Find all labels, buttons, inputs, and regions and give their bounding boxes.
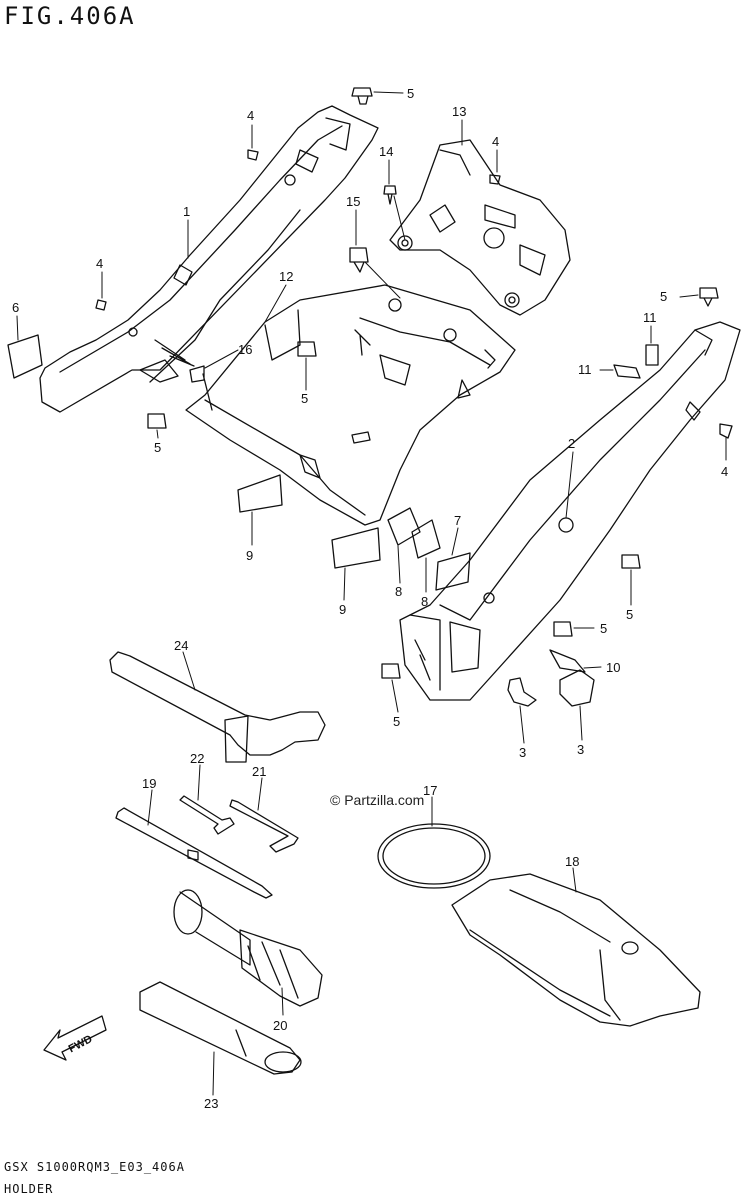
callout: 5 (154, 440, 161, 455)
callout: 18 (565, 854, 579, 869)
callout: 5 (393, 714, 400, 729)
callout: 3 (577, 742, 584, 757)
callout: 6 (12, 300, 19, 315)
callout: 9 (246, 548, 253, 563)
callout: 3 (519, 745, 526, 760)
callout: 12 (279, 269, 293, 284)
callout: 16 (238, 342, 252, 357)
callout: 14 (379, 144, 393, 159)
footer-code: GSX S1000RQM3_E03_406A (4, 1160, 185, 1174)
callout: 4 (721, 464, 728, 479)
pads-and-labels[interactable] (7, 334, 659, 673)
callout: 8 (421, 594, 428, 609)
figure-title: FIG.406A (4, 2, 136, 30)
part-1-left-cover[interactable] (39, 105, 379, 413)
part-17-band[interactable] (377, 823, 491, 889)
callout: 8 (395, 584, 402, 599)
callout: 21 (252, 764, 266, 779)
callout: 4 (96, 256, 103, 271)
watermark-text: © Partzilla.com (330, 792, 425, 808)
part-23-sleeve[interactable] (139, 981, 302, 1075)
callout: 1 (183, 204, 190, 219)
callout: 23 (204, 1096, 218, 1111)
callout: 17 (423, 783, 437, 798)
part-18-tool-bag[interactable] (451, 873, 701, 1027)
fwd-arrow-icon: FWD (43, 1015, 107, 1061)
part-20-handle[interactable] (173, 889, 323, 1007)
part-24-spanner[interactable] (109, 651, 326, 763)
callout: 4 (247, 108, 254, 123)
callout: 11 (578, 362, 592, 377)
callout: 5 (407, 86, 414, 101)
part-21-hex-key[interactable] (229, 799, 299, 853)
callout: 24 (174, 638, 188, 653)
part-19-screwdriver[interactable] (115, 807, 273, 899)
fastener-screws[interactable] (95, 87, 733, 707)
part-2-right-cover[interactable] (399, 321, 741, 701)
callout: 2 (568, 436, 575, 451)
callout: 10 (606, 660, 620, 675)
callout: 5 (600, 621, 607, 636)
part-13-bracket[interactable] (389, 139, 571, 316)
callout: 5 (301, 391, 308, 406)
callout: 9 (339, 602, 346, 617)
callout: 5 (660, 289, 667, 304)
callout: 11 (643, 310, 657, 325)
callout: 5 (626, 607, 633, 622)
callout: 7 (454, 513, 461, 528)
callout: 22 (190, 751, 204, 766)
part-12-holder-tray[interactable] (185, 284, 516, 526)
callout: 19 (142, 776, 156, 791)
callout: 20 (273, 1018, 287, 1033)
callout: 15 (346, 194, 360, 209)
callout: 4 (492, 134, 499, 149)
callout: 13 (452, 104, 466, 119)
part-22-hex-key[interactable] (179, 795, 235, 835)
leader-lines (16, 91, 727, 1096)
footer-name: HOLDER (4, 1182, 54, 1196)
callout-numbers: 5 4 13 4 14 1 15 4 12 5 6 11 11 16 5 5 4… (12, 86, 728, 1111)
